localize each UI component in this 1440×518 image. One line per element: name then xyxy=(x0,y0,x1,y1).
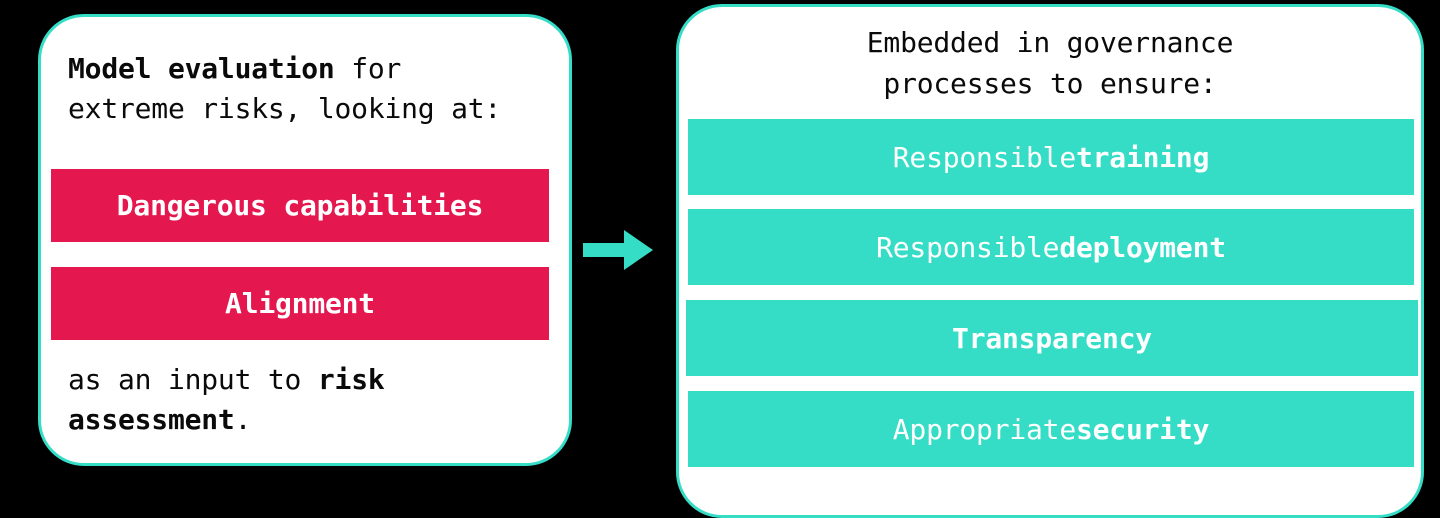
left-card-intro-rest: for xyxy=(334,52,402,85)
model-evaluation-card: Model evaluation for extreme risks, look… xyxy=(38,14,572,466)
governance-item-bold: training xyxy=(1075,140,1210,174)
left-card-intro-bold: Model evaluation xyxy=(68,52,335,85)
governance-item-bold: deployment xyxy=(1059,230,1226,264)
arrow-right-icon xyxy=(583,230,653,270)
governance-item-responsible-deployment[interactable]: Responsible deployment xyxy=(688,209,1414,285)
governance-item-prefix: Appropriate xyxy=(892,412,1076,446)
capability-item-alignment[interactable]: Alignment xyxy=(51,267,549,340)
left-card-outro-bold: risk assessment xyxy=(68,363,402,436)
left-card-outro-prefix: as an input to xyxy=(68,363,318,396)
governance-item-bold: Transparency xyxy=(952,321,1152,355)
left-card-outro-text: as an input to risk assessment. xyxy=(68,360,558,440)
governance-card: Embedded in governance processes to ensu… xyxy=(676,4,1424,518)
governance-item-appropriate-security[interactable]: Appropriate security xyxy=(688,391,1414,467)
governance-item-prefix: Responsible xyxy=(876,230,1060,264)
capability-item-label: Alignment xyxy=(225,287,375,320)
left-card-intro-line2: extreme risks, looking at: xyxy=(68,91,502,125)
governance-item-prefix: Responsible xyxy=(892,140,1076,174)
capability-item-dangerous-capabilities[interactable]: Dangerous capabilities xyxy=(51,169,549,242)
capability-item-label: Dangerous capabilities xyxy=(116,189,484,222)
governance-item-responsible-training[interactable]: Responsible training xyxy=(688,119,1414,195)
left-card-intro-text: Model evaluation for extreme risks, look… xyxy=(68,49,558,129)
governance-item-bold: security xyxy=(1075,412,1210,446)
governance-item-transparency[interactable]: Transparency xyxy=(686,300,1418,376)
governance-card-header: Embedded in governance processes to ensu… xyxy=(866,26,1234,100)
left-card-outro-suffix: . xyxy=(234,402,252,436)
